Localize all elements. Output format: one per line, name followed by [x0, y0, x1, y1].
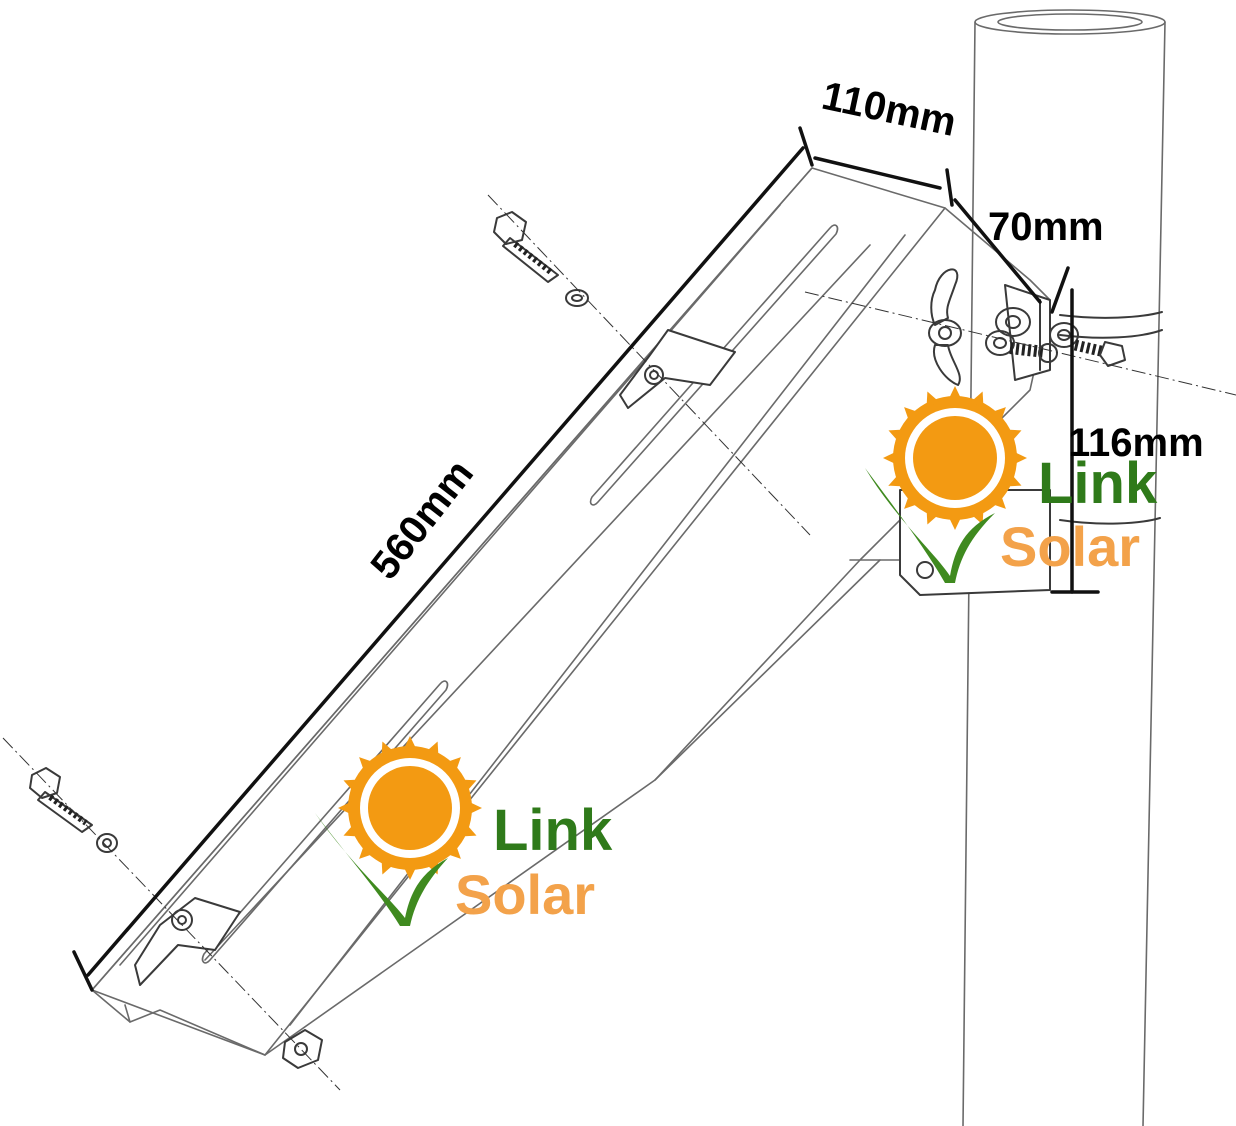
bracket-bolt-icon: [1009, 339, 1126, 367]
sun-ray: [403, 865, 417, 880]
sun-ray: [1012, 451, 1027, 465]
wing-nut-icon: [928, 268, 962, 386]
leaf-icon: [315, 813, 448, 926]
upper-bolt-icon: [493, 211, 559, 283]
sun-ray: [904, 407, 920, 423]
lower-nut-icon: [282, 1029, 323, 1069]
mounting-rail: [91, 167, 1051, 1056]
sun-ray: [343, 779, 360, 793]
sun-ray: [381, 858, 395, 875]
logo-lower-word2: Solar: [455, 863, 595, 926]
logo-lower-word1: Link: [493, 798, 613, 863]
sun-ray: [425, 741, 439, 758]
sun-ray: [445, 843, 461, 859]
sun-ray: [948, 515, 962, 530]
sun-ray: [990, 407, 1006, 423]
bracket-washers-icon: [985, 307, 1079, 356]
logo-upper-word2: Solar: [1000, 515, 1140, 578]
sun-ray: [359, 757, 375, 773]
sun-icon: [338, 736, 482, 880]
sun-icon: [883, 386, 1027, 530]
sun-ray: [460, 823, 477, 837]
logo-upper-word1: Link: [1038, 451, 1158, 516]
lower-bolt-icon: [29, 767, 93, 833]
dimension-lines: [72, 126, 1100, 992]
sun-ray: [359, 843, 375, 859]
dimension-height-label: 116mm: [1068, 421, 1204, 465]
upper-washer-icon: [565, 289, 589, 307]
dimension-depth-label: 70mm: [988, 205, 1104, 249]
sun-ray: [343, 823, 360, 837]
link-solar-logo-lower: Link Solar: [315, 736, 613, 926]
dimension-width-label: 110mm: [818, 74, 960, 145]
sun-ray: [338, 801, 353, 815]
lower-washer-icon: [96, 833, 118, 853]
sun-ray: [990, 493, 1006, 509]
sun-ray: [970, 391, 984, 408]
sun-ray: [948, 386, 962, 401]
link-solar-logo-upper: Link Solar: [865, 386, 1158, 583]
sun-ray: [445, 757, 461, 773]
sun-ray: [1005, 429, 1022, 443]
sun-ray: [926, 391, 940, 408]
lower-clamp-plate: [134, 897, 241, 986]
sun-ray: [403, 736, 417, 751]
sun-ray: [381, 741, 395, 758]
leaf-icon: [865, 468, 995, 583]
sun-ray: [888, 429, 905, 443]
center-lines: [2, 194, 1236, 1091]
sun-ray: [883, 451, 898, 465]
sun-ray: [970, 508, 984, 525]
sun-ray: [904, 493, 920, 509]
sun-ray: [926, 508, 940, 525]
sun-ray: [467, 801, 482, 815]
sun-ray: [460, 779, 477, 793]
sun-ray: [1005, 473, 1022, 487]
sun-ray: [888, 473, 905, 487]
